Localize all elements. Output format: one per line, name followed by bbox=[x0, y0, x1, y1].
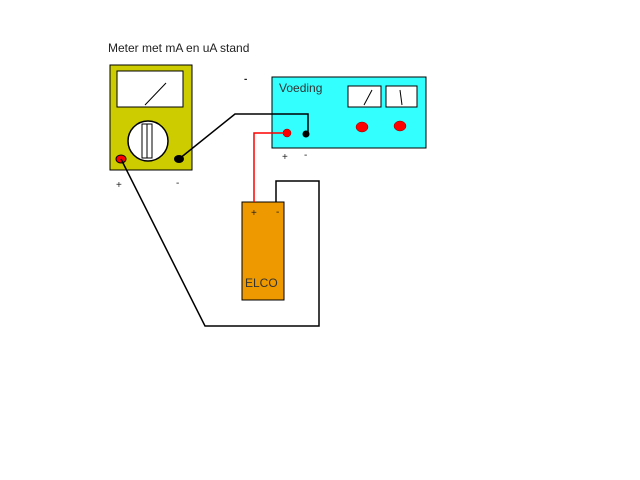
psu-voltmeter-needle bbox=[363, 89, 373, 106]
wire-elco-minus-to-meter-plus bbox=[120, 158, 320, 327]
meter-minus-label: - bbox=[176, 178, 179, 189]
elco-body bbox=[241, 201, 285, 301]
power-supply: - Voeding + - bbox=[244, 74, 427, 163]
psu-ammeter-needle bbox=[399, 89, 403, 106]
psu-plus-label: + bbox=[282, 152, 288, 163]
meter-plus-label: + bbox=[116, 180, 122, 191]
psu-title: Voeding bbox=[279, 81, 322, 95]
psu-voltmeter bbox=[347, 85, 382, 108]
elco-minus-label: - bbox=[276, 207, 279, 218]
psu-ammeter bbox=[385, 85, 418, 108]
elco-label: ELCO bbox=[245, 276, 278, 290]
psu-voltage-knob[interactable] bbox=[355, 121, 369, 133]
multimeter: Meter met mA en uA stand + - bbox=[108, 41, 249, 191]
elco-plus-label: + bbox=[251, 208, 257, 219]
meter-title: Meter met mA en uA stand bbox=[108, 41, 249, 55]
meter-needle bbox=[144, 82, 167, 106]
floating-minus-label: - bbox=[244, 74, 247, 85]
psu-current-knob[interactable] bbox=[393, 120, 407, 132]
wires bbox=[120, 113, 320, 327]
capacitor: + - ELCO bbox=[241, 201, 285, 301]
wire-meter-minus-to-psu-minus bbox=[178, 113, 309, 160]
wire-psu-plus-to-elco-plus bbox=[253, 132, 287, 202]
psu-minus-label: - bbox=[304, 150, 307, 161]
meter-display bbox=[116, 70, 184, 108]
